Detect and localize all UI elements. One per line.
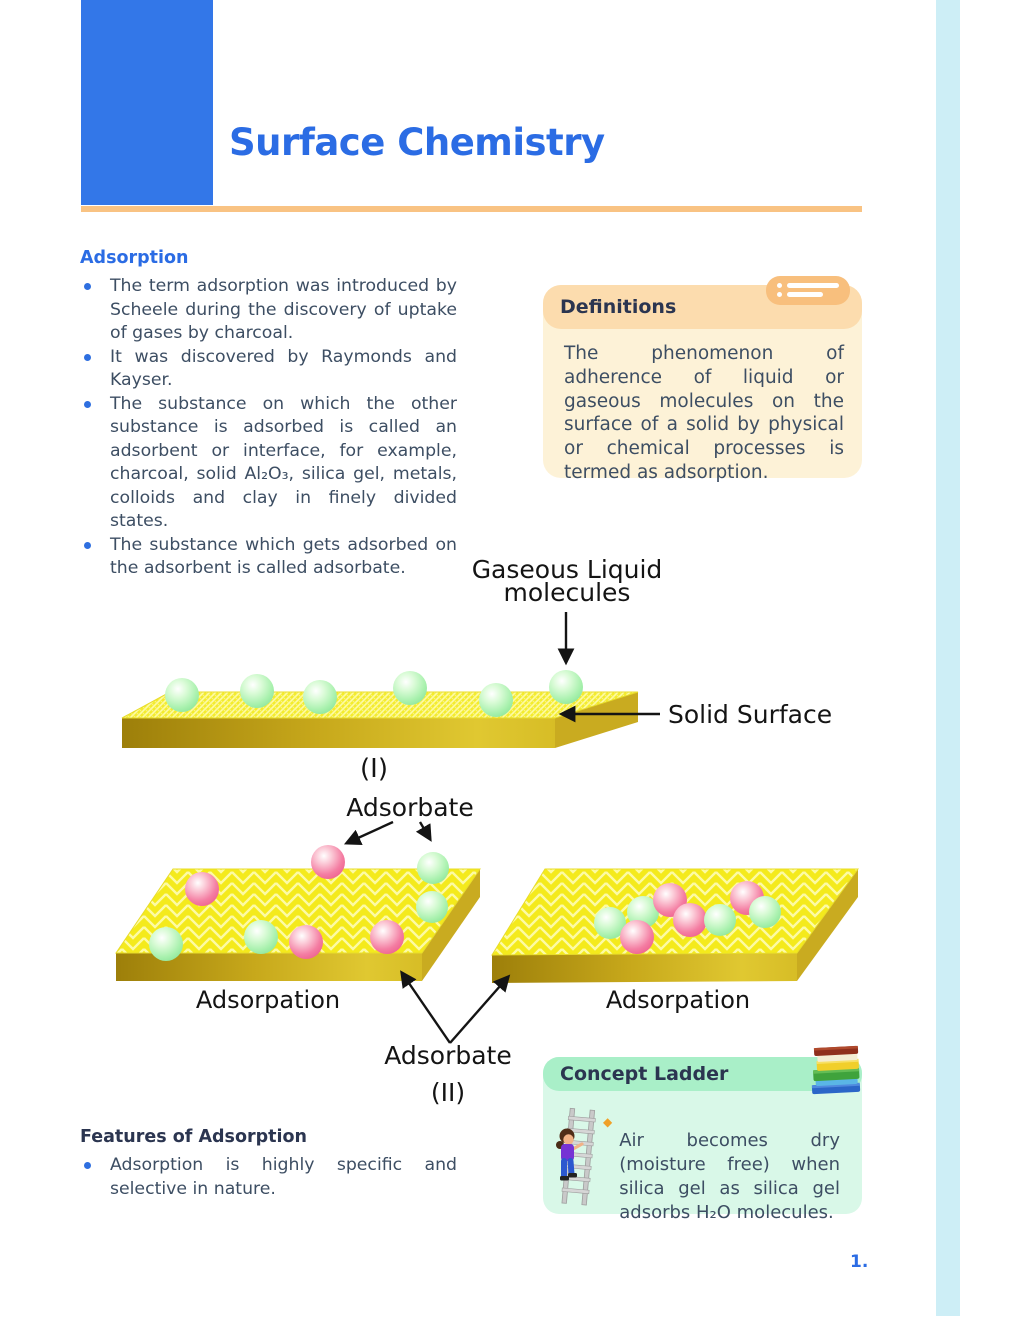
diagram2-left-caption: Adsorpation (196, 986, 340, 1014)
definitions-text: The phenomenon of adherence of liquid or… (564, 343, 844, 483)
green-molecule (416, 891, 448, 923)
pink-molecule (673, 903, 707, 937)
green-molecule (594, 907, 626, 939)
pink-molecule (185, 872, 219, 906)
diagram2-caption: (II) (431, 1078, 465, 1107)
arrow-to-pink (343, 820, 394, 846)
diagram2-right-caption: Adsorpation (606, 986, 750, 1014)
arrow-to-green (415, 821, 432, 842)
bullet-dot (84, 400, 91, 408)
green-molecule (627, 896, 659, 928)
diagram2-adsorbate-bottom-label: Adsorbate (384, 1041, 512, 1070)
green-molecule (749, 896, 781, 928)
green-molecule (303, 680, 337, 714)
page-number: 1. (850, 1252, 869, 1272)
list-item: ◆ Air becomes dry (moisture free) when s… (603, 1111, 840, 1243)
list-item: The term adsorption was introduced by Sc… (80, 275, 457, 346)
diagram2-adsorbate-top-label: Adsorbate (346, 793, 474, 822)
green-molecule (244, 920, 278, 954)
features-section: Features of Adsorption Adsorption is hig… (80, 1127, 457, 1201)
bullet-text: The substance which gets adsorbed on the… (110, 534, 457, 579)
bullet-text: Adsorption is highly specific and select… (110, 1155, 457, 1199)
pink-molecule (311, 845, 345, 879)
list-item: It was discovered by Raymonds and Kayser… (80, 346, 457, 393)
definitions-callout: Definitions The phenomenon of adherence … (543, 276, 862, 483)
side-accent-stripe (936, 0, 960, 1316)
slab-front-face (122, 718, 555, 748)
diamond-bullet-icon: ◆ (603, 1115, 613, 1129)
arrow-to-left-slab (400, 970, 451, 1044)
concept-heading: Concept Ladder (560, 1063, 729, 1085)
bullet-dot (84, 283, 91, 290)
concept-header-band: Concept Ladder (543, 1057, 862, 1091)
slab-side-face (797, 869, 858, 981)
bullet-dot (84, 1162, 91, 1169)
bullet-dot (84, 353, 91, 361)
bullet-text: It was discovered by Raymonds and Kayser… (110, 346, 457, 391)
slab-front-face (492, 953, 797, 983)
diagram1-surface-label: Solid Surface (668, 700, 832, 729)
adsorption-section: Adsorption The term adsorption was intro… (80, 248, 457, 581)
green-molecule (165, 678, 199, 712)
arrow-to-right-slab (449, 974, 511, 1044)
pink-molecule (370, 920, 404, 954)
list-item: Adsorption is highly specific and select… (80, 1154, 457, 1201)
green-molecule (479, 683, 513, 717)
slab-side-face (422, 869, 480, 981)
list-icon (766, 276, 850, 305)
diagram-adsorption-2: Adsorbate Adsorpation Adsorpation Adsorb (115, 793, 859, 1107)
bullet-text: Air becomes dry (moisture free) when sil… (619, 1130, 840, 1223)
pink-molecule (289, 925, 323, 959)
page-title: Surface Chemistry (229, 121, 605, 164)
slab-front-face (116, 953, 422, 981)
concept-ladder-callout: Concept Ladder (543, 1045, 862, 1223)
diagram1-molecules-label: Gaseous Liquid (472, 555, 663, 584)
section-heading: Adsorption (80, 248, 189, 268)
header-rule (81, 206, 862, 212)
green-molecule (393, 671, 427, 705)
bullet-text: The term adsorption was introduced by Sc… (110, 276, 457, 343)
header-accent-block (81, 0, 213, 205)
green-molecule (417, 852, 449, 884)
ladder-climber-illustration (556, 1107, 596, 1206)
list-item: The substance which gets adsorbed on the… (80, 534, 457, 581)
diagram1-molecules-label: molecules (504, 578, 631, 607)
books-icon (811, 1045, 861, 1095)
green-molecule (149, 927, 183, 961)
diagram-adsorption-1: Gaseous Liquid molecules Solid Surface (… (121, 555, 832, 784)
bullet-dot (84, 541, 91, 549)
green-molecule (240, 674, 274, 708)
pink-molecule (620, 920, 654, 954)
section-heading: Features of Adsorption (80, 1127, 307, 1147)
green-molecule (549, 670, 583, 704)
diagram1-caption: (I) (360, 754, 388, 784)
definitions-heading: Definitions (560, 296, 677, 318)
slab-side-face (555, 692, 638, 748)
green-molecule (704, 904, 736, 936)
list-item: The substance on which the other substan… (80, 393, 457, 534)
bullet-text: The substance on which the other substan… (110, 393, 457, 532)
